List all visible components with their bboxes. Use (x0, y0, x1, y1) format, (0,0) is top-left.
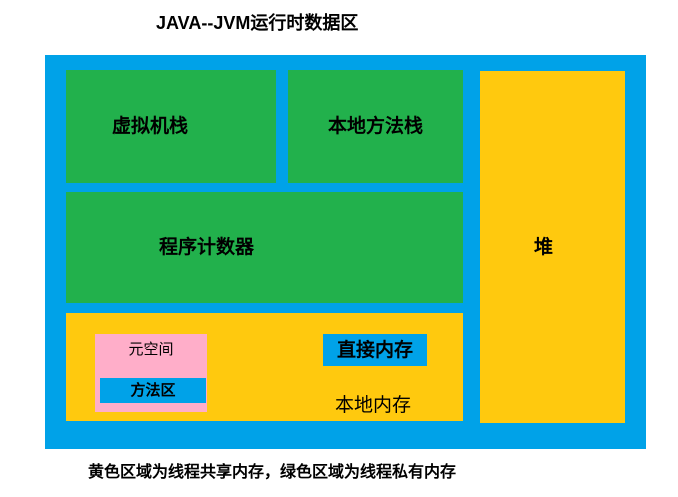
legend-caption: 黄色区域为线程共享内存，绿色区域为线程私有内存 (88, 464, 457, 481)
program-counter-box: 程序计数器 (66, 192, 463, 303)
native-memory-box: 元空间 方法区 直接内存 本地内存 (66, 313, 463, 421)
native-memory-label: 本地内存 (335, 395, 412, 416)
heap-label: 堆 (533, 236, 553, 258)
jvm-runtime-area-container: 虚拟机栈 本地方法栈 程序计数器 堆 元空间 方法区 直接内存 本地内存 (45, 55, 646, 449)
direct-memory-box: 直接内存 (323, 334, 427, 366)
metaspace-label: 元空间 (128, 341, 174, 358)
native-method-stack-label: 本地方法栈 (327, 116, 423, 137)
method-area-label: 方法区 (130, 382, 176, 399)
vm-stack-box: 虚拟机栈 (66, 70, 276, 183)
page-title: JAVA--JVM运行时数据区 (156, 13, 359, 33)
program-counter-label: 程序计数器 (158, 237, 254, 258)
method-area-box: 方法区 (100, 378, 206, 403)
heap-box: 堆 (480, 71, 625, 423)
direct-memory-label: 直接内存 (336, 339, 413, 361)
native-method-stack-box: 本地方法栈 (288, 70, 463, 183)
vm-stack-label: 虚拟机栈 (111, 116, 188, 137)
